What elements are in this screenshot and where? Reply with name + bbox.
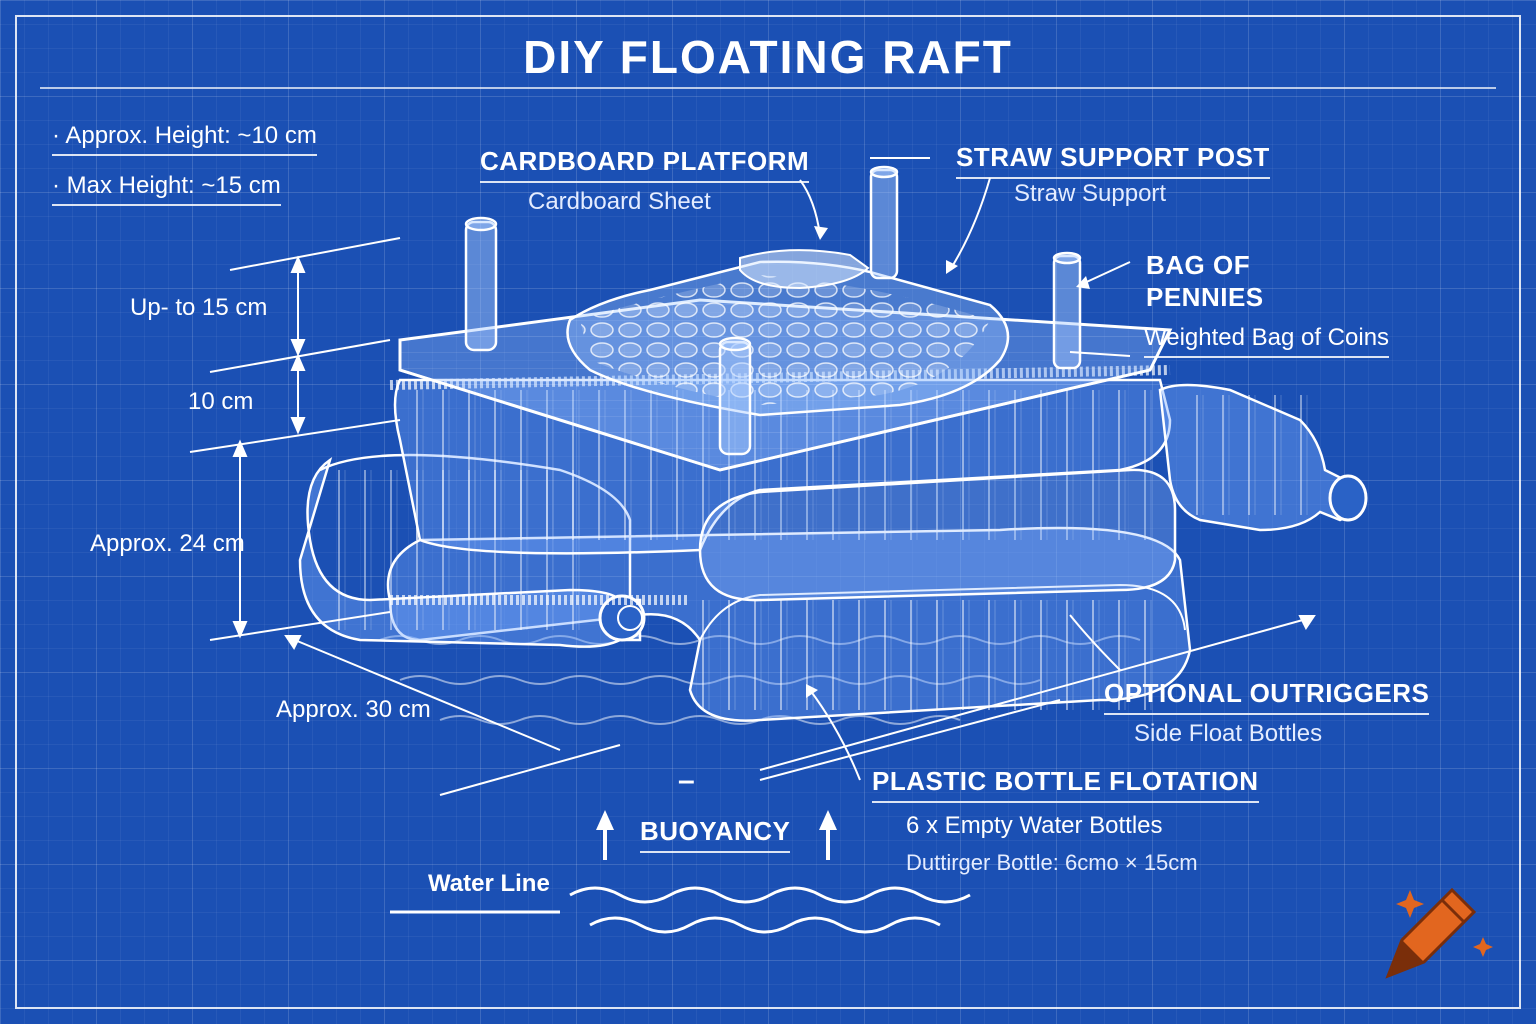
straw-posts [464, 165, 1082, 456]
crayon-icon [1385, 887, 1493, 979]
dim-approx-30cm: Approx. 30 cm [276, 696, 431, 723]
dimension-lines [189, 237, 1316, 796]
frame-outer [15, 15, 1521, 1009]
callout-platform-sub: Cardboard Sheet [528, 188, 711, 215]
callout-bag-sub: Weighted Bag of Coins [1144, 324, 1390, 358]
dim-10cm: 10 cm [188, 388, 254, 415]
callout-bag-title-1: BAG OF [1146, 250, 1251, 280]
spec-approx-height: · Approx. Height: ~10 cm [52, 122, 317, 156]
water-line-label: Water Line [428, 870, 550, 897]
callout-platform-title: CARDBOARD PLATFORM [480, 146, 810, 183]
straw-post-2 [869, 168, 899, 280]
leader-arrowheads [806, 226, 1090, 698]
dim-up-to-15cm: Up- to 15 cm [130, 294, 268, 321]
callout-flotation-sub: 6 x Empty Water Bottles [906, 812, 1163, 839]
dim-approx-24cm: Approx. 24 cm [90, 530, 245, 557]
callout-post-sub: Straw Support [1014, 180, 1167, 207]
buoyancy-arrows [596, 810, 837, 860]
straw-post-4 [718, 340, 752, 456]
spec-max-height: · Max Height: ~15 cm [52, 172, 281, 206]
callout-flotation-note: Duttirger Bottle: 6cmo × 15cm [906, 850, 1198, 875]
bottle-layer-top [393, 378, 1177, 602]
callout-post-title: STRAW SUPPORT POST [956, 142, 1270, 179]
bag-of-pennies [566, 249, 1010, 417]
page-title: DIY FLOATING RAFT [523, 31, 1013, 83]
callout-bag-title-2: PENNIES [1146, 282, 1264, 312]
outrigger-right [1158, 383, 1368, 532]
straw-post-3 [1052, 254, 1082, 370]
minus-sign: – [678, 764, 696, 797]
straw-post-1 [464, 220, 498, 352]
callout-outriggers-title: OPTIONAL OUTRIGGERS [1104, 678, 1430, 715]
water-line-waves [390, 886, 971, 934]
callout-flotation-title: PLASTIC BOTTLE FLOTATION [872, 766, 1259, 803]
spec-max-height-text: Max Height: ~15 cm [66, 172, 281, 199]
callout-outriggers-sub: Side Float Bottles [1134, 720, 1323, 747]
buoyancy-label: BUOYANCY [640, 816, 791, 853]
spec-approx-height-text: Approx. Height: ~10 cm [65, 122, 317, 149]
